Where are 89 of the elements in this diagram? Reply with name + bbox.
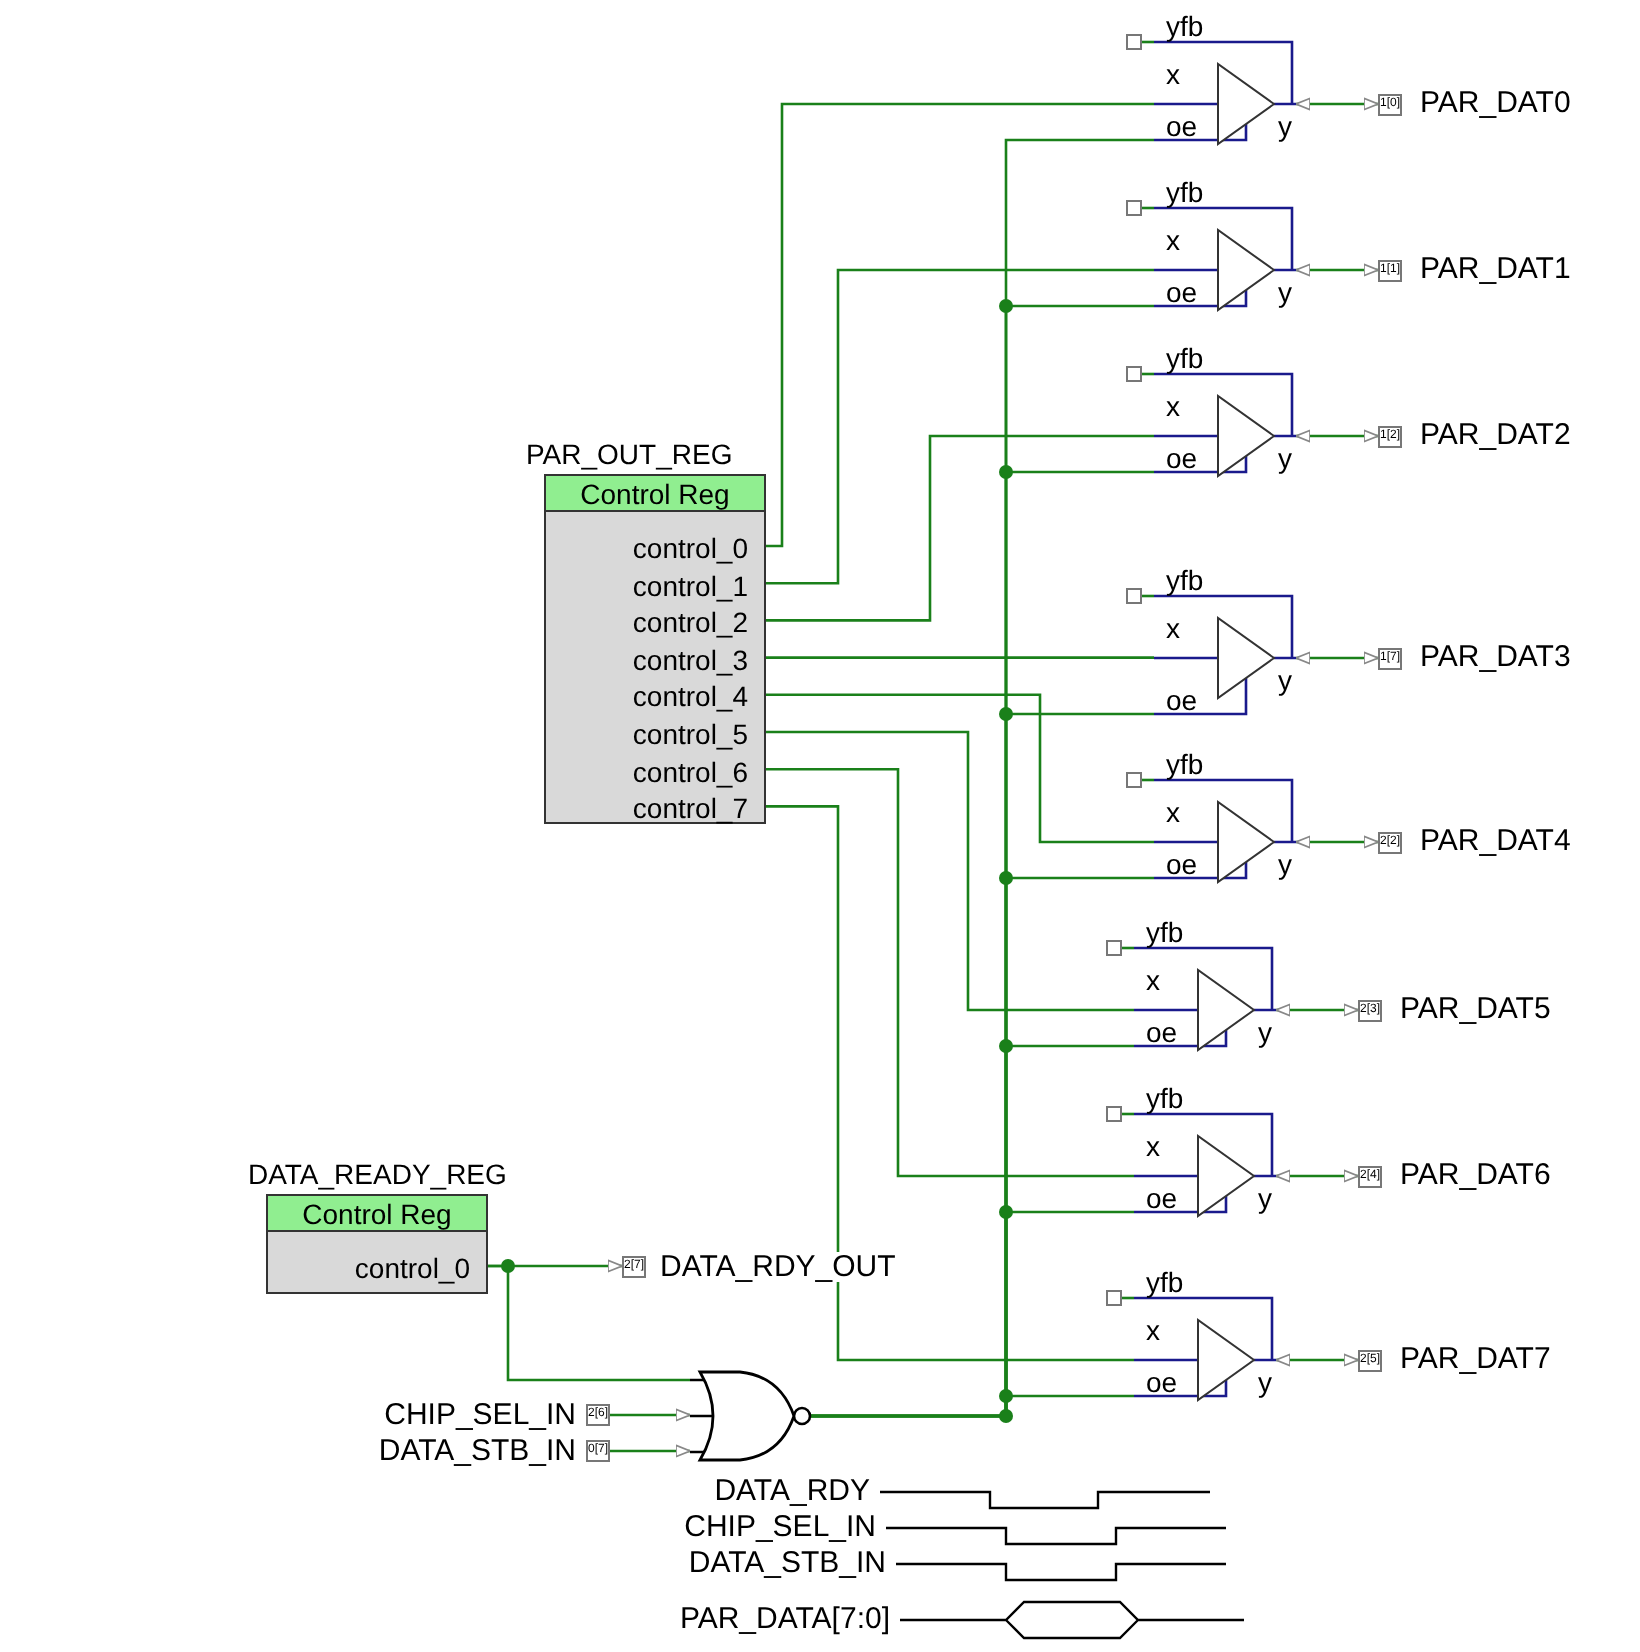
port-name: PAR_DAT4 <box>1420 826 1571 856</box>
pin-label: x <box>1146 966 1160 994</box>
wire <box>766 767 1134 1178</box>
pin-label: yfb <box>1146 918 1184 946</box>
pin-label: x <box>1166 798 1180 826</box>
port-name: PAR_DAT1 <box>1420 254 1571 284</box>
wire <box>610 1444 691 1458</box>
terminal-box <box>1126 366 1142 382</box>
pin-label: x <box>1146 1316 1160 1344</box>
port-label: control_5 <box>632 716 764 752</box>
pin-label: x <box>1166 614 1180 642</box>
signal-name: PAR_DATA[7:0] <box>679 1604 890 1634</box>
pin-label: yfb <box>1166 566 1204 594</box>
port-name: DATA_STB_IN <box>378 1436 576 1466</box>
pin-label: yfb <box>1166 750 1204 778</box>
wire <box>766 693 1154 844</box>
pin-label: y <box>1278 112 1292 140</box>
pin-label: x <box>1166 226 1180 254</box>
pin-label: oe <box>1166 112 1198 140</box>
wire <box>810 1394 1134 1418</box>
pin-label: yfb <box>1146 1268 1184 1296</box>
pin-label: y <box>1278 850 1292 878</box>
port-label: control_3 <box>632 641 764 678</box>
wire <box>1275 1169 1359 1183</box>
signal-name: DATA_RDY <box>714 1476 870 1506</box>
pin-label: y <box>1258 1184 1272 1212</box>
terminal-box <box>1126 34 1142 50</box>
pin-label: yfb <box>1166 178 1204 206</box>
port-label: control_1 <box>632 567 764 604</box>
port-name: CHIP_SEL_IN <box>384 1400 576 1430</box>
pin-label: oe <box>1166 278 1198 306</box>
wire <box>610 1408 691 1422</box>
terminal-box <box>1106 1290 1122 1306</box>
pin-label: oe <box>1146 1018 1178 1046</box>
wire <box>1295 835 1379 849</box>
port-label: control_2 <box>632 604 764 641</box>
port-name: PAR_DAT0 <box>1420 88 1571 118</box>
pin-label: oe <box>1166 686 1198 714</box>
port-name: DATA_RDY_OUT <box>660 1252 896 1282</box>
register-header: Control Reg <box>268 1196 486 1232</box>
pin-label: y <box>1278 444 1292 472</box>
register-title: DATA_READY_REG <box>248 1160 507 1188</box>
port-name: PAR_DAT3 <box>1420 642 1571 672</box>
pin-label: y <box>1278 666 1292 694</box>
pin-label: y <box>1258 1368 1272 1396</box>
port-name: PAR_DAT2 <box>1420 420 1571 450</box>
pin-label: yfb <box>1146 1084 1184 1112</box>
wire <box>1295 97 1379 111</box>
port-label: control_0 <box>354 1250 486 1286</box>
pin-label: oe <box>1166 444 1198 472</box>
wire <box>766 656 1154 659</box>
pin-label: y <box>1258 1018 1272 1046</box>
port-name: PAR_DAT7 <box>1400 1344 1551 1374</box>
pin-label: x <box>1146 1132 1160 1160</box>
wire <box>1295 651 1379 665</box>
port-label: control_4 <box>632 678 764 715</box>
port-label: control_6 <box>632 753 764 790</box>
terminal-box <box>1126 772 1142 788</box>
pin-label: oe <box>1166 850 1198 878</box>
wire <box>1275 1353 1359 1367</box>
pin-label: yfb <box>1166 12 1204 40</box>
wire <box>1295 263 1379 277</box>
wire <box>488 1264 690 1382</box>
register-title: PAR_OUT_REG <box>526 440 733 468</box>
pin-label: x <box>1166 60 1180 88</box>
port-name: PAR_DAT5 <box>1400 994 1551 1024</box>
signal-name: CHIP_SEL_IN <box>684 1512 876 1542</box>
wire <box>1275 1003 1359 1017</box>
terminal-box <box>1126 200 1142 216</box>
pin-label: x <box>1166 392 1180 420</box>
terminal-box <box>1106 1106 1122 1122</box>
pin-label: y <box>1278 278 1292 306</box>
register-header: Control Reg <box>546 476 764 512</box>
wire <box>766 102 1154 548</box>
wire <box>766 268 1154 585</box>
signal-name: DATA_STB_IN <box>688 1548 886 1578</box>
port-label: control_0 <box>632 530 764 566</box>
pin-label: oe <box>1146 1368 1178 1396</box>
port-name: PAR_DAT6 <box>1400 1160 1551 1190</box>
terminal-box <box>1106 940 1122 956</box>
wire <box>766 730 1134 1012</box>
nor-gate <box>690 1368 814 1464</box>
wire <box>766 434 1154 622</box>
wire <box>766 805 1134 1362</box>
terminal-box <box>1126 588 1142 604</box>
pin-label: yfb <box>1166 344 1204 372</box>
port-label: control_7 <box>632 790 764 827</box>
pin-label: oe <box>1146 1184 1178 1212</box>
wire <box>1295 429 1379 443</box>
